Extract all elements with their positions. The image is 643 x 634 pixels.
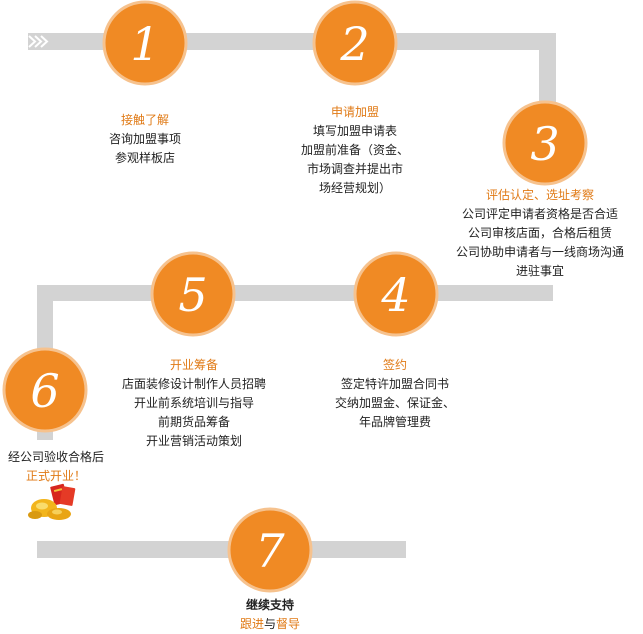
step-2-line-4: 场经营规划）: [318, 181, 391, 195]
step-circle-4: 4: [353, 251, 439, 337]
step-6-title: 正式开业！: [25, 469, 86, 483]
step-4-label: 签约 签定特许加盟合同书 交纳加盟金、保证金、 年品牌管理费: [320, 356, 470, 432]
step-2-line-1: 填写加盟申请表: [312, 124, 397, 138]
step-number-5: 5: [178, 268, 207, 322]
step-7-pre-line: 继续支持: [245, 598, 294, 612]
step-circle-5: 5: [150, 251, 236, 337]
step-4-line-2: 交纳加盟金、保证金、: [334, 396, 455, 410]
step-3-line-1: 公司评定申请者资格是否合适: [461, 207, 618, 221]
step-1-label: 接触了解 咨询加盟事项 参观样板店: [95, 111, 195, 168]
celebration-icon: [28, 483, 76, 520]
step-3-label: 评估认定、选址考察 公司评定申请者资格是否合适 公司审核店面，合格后租赁 公司协…: [442, 186, 638, 281]
step-1-title: 接触了解: [120, 113, 169, 127]
step-7-title-part-3: 督导: [276, 617, 301, 631]
step-7-label: 继续支持 跟进与督导: [220, 596, 320, 634]
step-2-line-2: 加盟前准备（资金、: [300, 143, 409, 157]
step-3-line-2: 公司审核店面，合格后租赁: [467, 226, 612, 240]
step-circle-3: 3: [502, 100, 588, 186]
step-5-title: 开业筹备: [169, 358, 218, 372]
step-number-2: 2: [339, 17, 369, 71]
step-2-label: 申请加盟 填写加盟申请表 加盟前准备（资金、 市场调查并提出市 场经营规划）: [290, 103, 420, 198]
step-5-line-4: 开业营销活动策划: [145, 434, 242, 448]
step-1-line-1: 咨询加盟事项: [108, 132, 181, 146]
step-circle-6: 6: [2, 347, 88, 433]
step-number-1: 1: [130, 17, 159, 71]
step-5-line-3: 前期货品筹备: [157, 415, 230, 429]
step-circle-2: 2: [312, 0, 398, 86]
step-number-4: 4: [380, 268, 410, 322]
step-6-label: 经公司验收合格后 正式开业！: [0, 448, 112, 486]
step-5-line-1: 店面装修设计制作人员招聘: [121, 377, 266, 391]
step-5-label: 开业筹备 店面装修设计制作人员招聘 开业前系统培训与指导 前期货品筹备 开业营销…: [114, 356, 274, 451]
step-2-title: 申请加盟: [330, 105, 379, 119]
step-number-7: 7: [255, 524, 285, 578]
step-3-title: 评估认定、选址考察: [485, 188, 594, 202]
step-circle-1: 1: [102, 0, 188, 86]
step-6-pre-line: 经公司验收合格后: [7, 450, 104, 464]
step-circle-7: 7: [227, 507, 313, 593]
step-3-line-4: 进驻事宜: [515, 264, 564, 278]
step-3-line-3: 公司协助申请者与一线商场沟通: [455, 245, 624, 259]
step-7-title: 跟进与督导: [220, 615, 320, 634]
step-4-title: 签约: [382, 358, 407, 372]
step-4-line-1: 签定特许加盟合同书: [340, 377, 449, 391]
step-7-title-part-1: 跟进: [239, 617, 264, 631]
step-2-line-3: 市场调查并提出市: [306, 162, 403, 176]
double-chevron-right-icon: [28, 35, 49, 48]
step-1-line-2: 参观样板店: [114, 151, 175, 165]
step-4-line-3: 年品牌管理费: [358, 415, 431, 429]
step-7-title-part-2: 与: [263, 617, 276, 631]
step-number-3: 3: [530, 117, 559, 171]
track-segment-bottom: [37, 541, 406, 558]
track-segment-middle: [37, 285, 553, 301]
step-number-6: 6: [30, 364, 59, 418]
step-5-line-2: 开业前系统培训与指导: [133, 396, 254, 410]
